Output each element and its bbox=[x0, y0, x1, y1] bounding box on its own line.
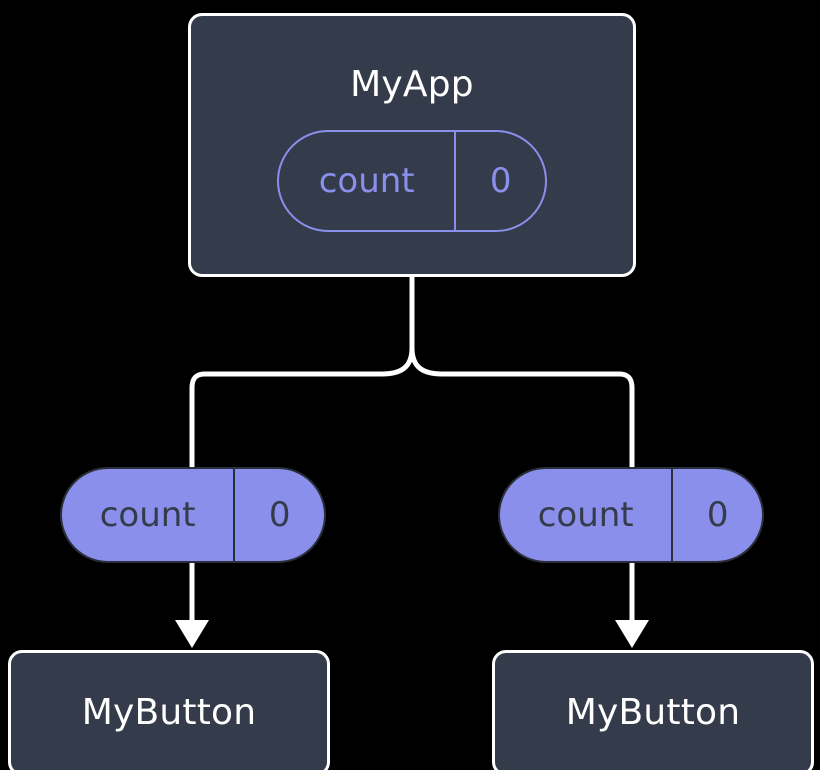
state-pill-myapp[interactable]: count 0 bbox=[277, 130, 547, 232]
state-key-label: count bbox=[537, 495, 634, 535]
edge-root-to-right-branch bbox=[409, 347, 635, 467]
edge-root-to-left-branch bbox=[189, 277, 415, 467]
state-value-label: 0 bbox=[233, 469, 324, 561]
component-label-myapp: MyApp bbox=[350, 64, 474, 105]
component-node-mybutton-right[interactable]: MyButton bbox=[492, 650, 814, 770]
component-label-mybutton: MyButton bbox=[81, 692, 257, 733]
state-key-label: count bbox=[318, 161, 415, 201]
state-pill-right[interactable]: count 0 bbox=[498, 467, 764, 563]
state-pill-left[interactable]: count 0 bbox=[60, 467, 326, 563]
state-value-label: 0 bbox=[671, 469, 762, 561]
state-value-label: 0 bbox=[454, 132, 545, 230]
component-label-mybutton: MyButton bbox=[565, 692, 741, 733]
state-key-label: count bbox=[99, 495, 196, 535]
component-node-myapp[interactable]: MyApp bbox=[188, 13, 636, 277]
component-node-mybutton-left[interactable]: MyButton bbox=[8, 650, 330, 770]
arrow-right-pill-to-mybutton bbox=[615, 563, 649, 648]
arrow-left-pill-to-mybutton bbox=[175, 563, 209, 648]
